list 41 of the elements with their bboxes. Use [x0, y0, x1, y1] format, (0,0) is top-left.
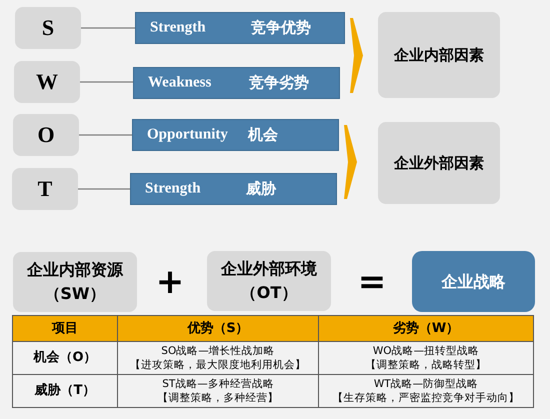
chevron-arrow	[350, 18, 363, 93]
letter-box: O	[13, 114, 79, 156]
factor-box: 企业内部资源（SW）	[13, 252, 137, 312]
strategy-note: 【调整策略，战略转型】	[366, 358, 486, 372]
table-header-cell: 劣势（W）	[318, 315, 534, 342]
label-bar	[130, 173, 337, 205]
chinese-term: 威胁	[246, 180, 276, 198]
factor-box: 企业外部环境（OT）	[207, 251, 331, 311]
strategy-name: ST战略—多种经营战略	[162, 376, 274, 391]
english-term: Opportunity	[147, 126, 228, 144]
table-header-cell: 项目	[12, 315, 118, 342]
english-term: Strength	[150, 20, 206, 36]
connector-line	[80, 81, 133, 83]
connector-line	[79, 134, 132, 136]
label-bar	[132, 119, 339, 151]
factor-box: 企业外部因素	[378, 122, 500, 204]
english-term: Strength	[145, 180, 201, 198]
strategy-note: 【调整策略，多种经营】	[158, 391, 278, 406]
letter-box: W	[14, 61, 80, 103]
strategy-box: 企业战略	[412, 251, 535, 312]
equals-sign: =	[356, 262, 388, 302]
strategy-name: WT战略—防御型战略	[374, 376, 478, 391]
label-bar	[133, 67, 340, 99]
chinese-term: 竞争劣势	[249, 74, 309, 92]
letter-box: S	[15, 7, 81, 49]
factor-box: 企业内部因素	[378, 12, 500, 98]
chinese-term: 机会	[248, 126, 278, 144]
chevron-arrow	[344, 125, 357, 199]
table-row-header: 威胁（T）	[12, 374, 118, 408]
strategy-note: 【生存策略，严密监控竞争对手动向】	[332, 391, 520, 406]
strategy-note: 【进攻策略，最大限度地利用机会】	[130, 358, 306, 372]
strategy-name: SO战略—增长性战加略	[161, 344, 275, 358]
table-header-cell: 优势（S）	[117, 315, 319, 342]
strategy-name: WO战略—扭转型战略	[372, 344, 480, 358]
plus-sign: +	[154, 262, 186, 302]
english-term: Weakness	[148, 74, 212, 92]
connector-line	[78, 188, 130, 190]
letter-box: T	[12, 168, 78, 210]
connector-line	[81, 27, 135, 29]
chinese-term: 竞争优势	[251, 18, 311, 38]
label-bar	[135, 12, 345, 44]
